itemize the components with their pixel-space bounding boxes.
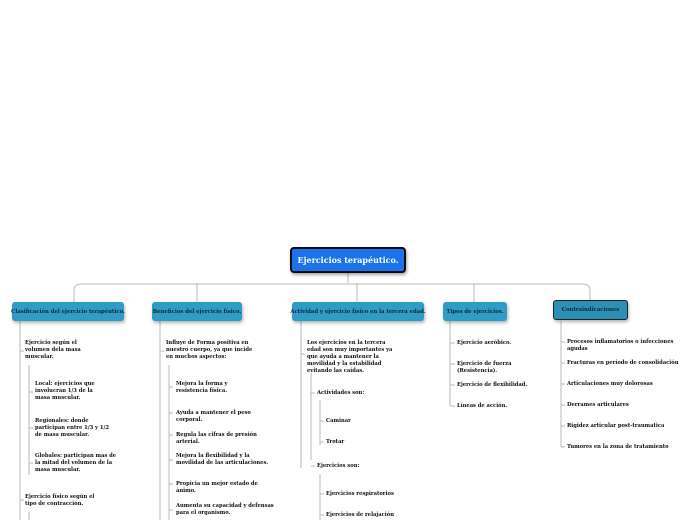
clasificacion-global: Globales: participan mas de la mitad del… [35, 453, 117, 473]
tipo-item: Ejercicio de fuerza (Resistencia). [457, 361, 512, 374]
beneficio-item: Ayuda a mantener el peso corporal. [176, 410, 251, 423]
contraindicacion-item: Derrames articulares [567, 402, 629, 408]
category-tercera-edad[interactable]: Actividad y ejercicio físico en la terce… [290, 302, 426, 321]
category-clasificacion[interactable]: Clasificación del ejercicio terapéutico. [11, 302, 125, 321]
ejercicio-item: Ejercicios respiratorios [326, 491, 394, 497]
category-tipos[interactable]: Tipos de ejercicios. [443, 302, 507, 321]
beneficio-item: Regula las cifras de presión arterial. [176, 432, 257, 445]
contraindicacion-item: Tumores en la zona de tratamiento [567, 444, 669, 450]
category-beneficios[interactable]: Beneficios del ejercicio físico. [152, 302, 242, 321]
root-node[interactable]: Ejercicios terapéutico. [290, 247, 406, 273]
beneficio-item: Propicia un mejor estado de ánimo. [176, 481, 258, 494]
contraindicacion-item: Procesos inflamatorios o infecciones agu… [567, 339, 674, 352]
actividad-item: Trotar [326, 439, 345, 445]
clasificacion-regional: Regionales: donde participan entre 1/3 y… [35, 418, 109, 438]
category-contraindicaciones[interactable]: Contraindicaciones [553, 300, 628, 320]
actividades-label: Actividades son: [317, 390, 365, 396]
beneficio-item: Aumenta su capacidad y defensas para el … [176, 503, 274, 516]
tercera-edad-intro: Los ejercicios en la tercera edad son mu… [307, 340, 393, 374]
clasificacion-intro: Ejercicio según el volumen dela masa mus… [25, 340, 81, 360]
clasificacion-contraccion: Ejercicio físico según el tipo de contra… [25, 494, 95, 507]
actividad-item: Caminar [326, 418, 351, 424]
beneficios-intro: Influye de Forma positiva en nuestro cue… [166, 340, 253, 360]
contraindicacion-item: Rigidez articular post-traumatica [567, 423, 665, 429]
ejercicio-item: Ejercicios de relajación [326, 512, 395, 518]
tipo-item: Ejercicio aeróbico. [457, 340, 512, 346]
tipo-item: Ejercicio de flexibilidad. [457, 382, 528, 388]
contraindicacion-item: Articulaciones muy dolorosas [567, 381, 653, 387]
clasificacion-local: Local: ejercicios que involucran 1/3 de … [35, 381, 95, 401]
beneficio-item: Mejora la flexibilidad y la movilidad de… [176, 453, 269, 466]
tipo-item: Líneas de acción. [457, 403, 508, 409]
contraindicacion-item: Fracturas en período de consolidación [567, 360, 679, 366]
beneficio-item: Mejora la forma y resistencia física. [176, 381, 228, 394]
ejercicios-label: Ejercicios son: [317, 463, 360, 469]
